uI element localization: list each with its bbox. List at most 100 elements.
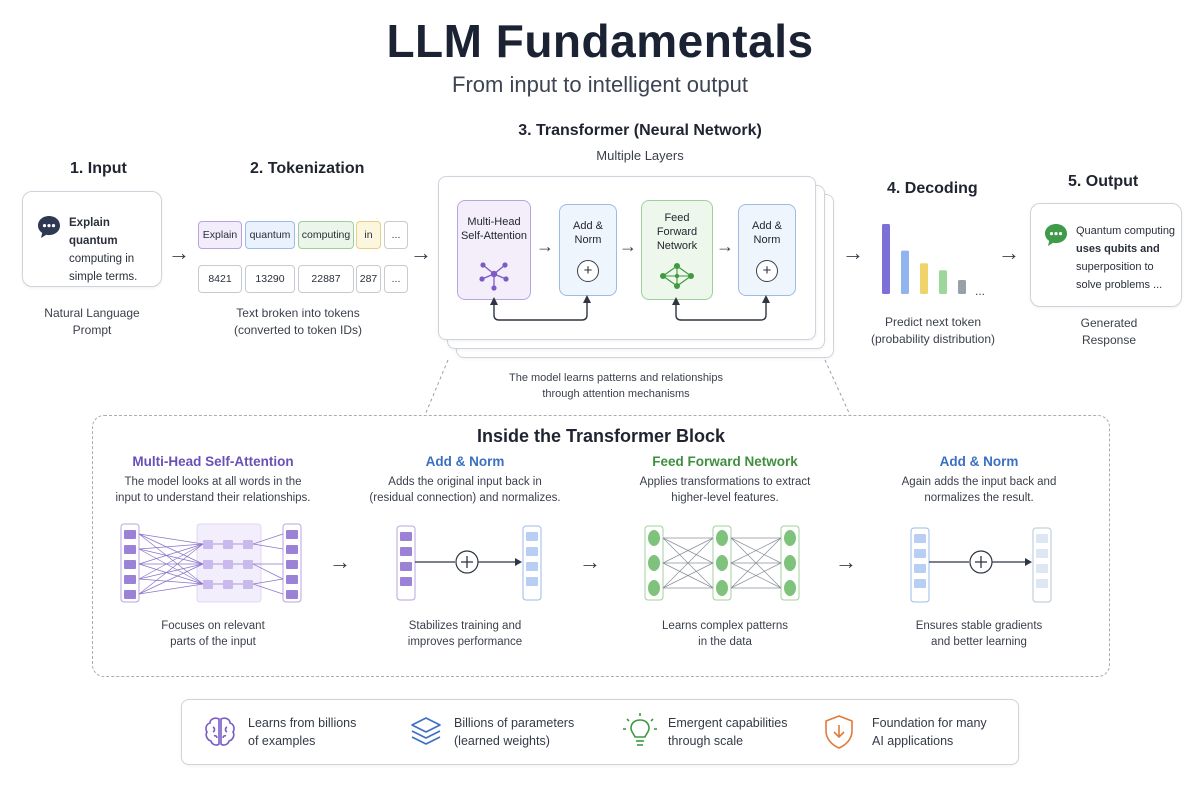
- attention-graph-icon: [477, 257, 511, 295]
- ffn-label-line2: Forward: [656, 226, 698, 238]
- tokenization-heading: 2. Tokenization: [250, 160, 365, 177]
- token-id-chip: ...: [384, 265, 408, 293]
- section-addnorm2-heading: Add & Norm: [939, 454, 1019, 469]
- decoding-caption-line1: Predict next token: [884, 315, 982, 329]
- residual-add-illustration-2: [910, 527, 1052, 603]
- output-text-line3: superposition to: [1076, 261, 1154, 273]
- decoding-heading: 4. Decoding: [887, 180, 978, 197]
- probability-bar: [958, 280, 966, 294]
- section-mhsa-foot-line1: Focuses on relevant: [161, 620, 265, 632]
- transformer-caption-line1: The model learns patterns and relationsh…: [508, 372, 723, 384]
- plus-icon: +: [756, 260, 778, 282]
- output-response-card: Quantum computing uses qubits and superp…: [1030, 203, 1182, 307]
- output-caption-line2: Response: [1081, 333, 1137, 347]
- token-chip: quantum: [245, 221, 295, 249]
- input-heading: 1. Input: [70, 160, 127, 177]
- output-caption-line1: Generated: [1080, 316, 1138, 330]
- addnorm1-label-line2: Norm: [574, 234, 602, 246]
- prompt-text-line1: Explain quantum: [69, 217, 118, 247]
- output-caption: Generated Response: [1040, 315, 1178, 349]
- residual-add-illustration: [396, 525, 542, 601]
- section-addnorm2-desc-line2: normalizes the result.: [924, 492, 1034, 504]
- section-ffn-footnote: Learns complex patterns in the data: [625, 618, 825, 650]
- section-addnorm1-foot-line2: improves performance: [407, 636, 523, 648]
- addnorm2-label-line1: Add &: [752, 220, 782, 232]
- multi-head-attention-block: Multi-Head Self-Attention: [457, 200, 531, 300]
- section-addnorm2-description: Again adds the input back and normalizes…: [869, 474, 1089, 506]
- mhsa-label-line1: Multi-Head: [467, 216, 521, 228]
- feature-4-text: Foundation for many AI applications: [872, 714, 987, 750]
- token-chip: ...: [384, 221, 408, 249]
- transformer-caption: The model learns patterns and relationsh…: [476, 370, 756, 402]
- output-text-line1: Quantum computing: [1076, 225, 1176, 237]
- feature-3-text: Emergent capabilities through scale: [668, 714, 788, 750]
- tokenization-caption-line1: Text broken into tokens: [236, 306, 360, 320]
- section-addnorm2-footnote: Ensures stable gradients and better lear…: [879, 618, 1079, 650]
- addnorm2-label-line2: Norm: [753, 234, 781, 246]
- token-chip: Explain: [198, 221, 242, 249]
- inside-panel-title: Inside the Transformer Block: [476, 426, 726, 446]
- token-id-chip: 287: [356, 265, 381, 293]
- arrow-section1-to-section2: →: [329, 549, 351, 574]
- decoding-caption: Predict next token (probability distribu…: [858, 314, 1008, 348]
- layers-icon: [408, 714, 444, 755]
- transformer-heading: 3. Transformer (Neural Network): [518, 122, 762, 139]
- arrow-tokens-to-transformer: →: [410, 240, 432, 265]
- feature-2-text: Billions of parameters (learned weights): [454, 714, 574, 750]
- tokenization-caption-line2: (converted to token IDs): [233, 323, 363, 337]
- token-id-chip: 8421: [198, 265, 242, 293]
- input-caption-line1: Natural Language: [44, 306, 140, 320]
- input-caption: Natural Language Prompt: [22, 305, 162, 339]
- add-norm-block-2: Add & Norm +: [738, 204, 796, 296]
- ffn-label-line3: Network: [656, 240, 698, 252]
- section-ffn-desc-line1: Applies transformations to extract: [639, 476, 811, 488]
- add-norm-block-1: Add & Norm +: [559, 204, 617, 296]
- plus-icon: +: [577, 260, 599, 282]
- section-addnorm1-footnote: Stabilizes training and improves perform…: [365, 618, 565, 650]
- probability-bar: [882, 224, 890, 294]
- output-heading: 5. Output: [1068, 173, 1139, 190]
- section-addnorm2-foot-line1: Ensures stable gradients: [915, 620, 1043, 632]
- section-mhsa-footnote: Focuses on relevant parts of the input: [113, 618, 313, 650]
- feature-4-line2: AI applications: [872, 734, 954, 748]
- transformer-layer-card: Multi-Head Self-Attention → Add & Norm +…: [438, 176, 816, 340]
- section-ffn-heading: Feed Forward Network: [652, 454, 798, 469]
- section-addnorm2-foot-line2: and better learning: [931, 636, 1027, 648]
- input-caption-line2: Prompt: [72, 323, 112, 337]
- page-subtitle: From input to intelligent output: [452, 72, 748, 97]
- chat-bubble-icon: [36, 214, 62, 245]
- section-ffn-desc-line2: higher-level features.: [671, 492, 779, 504]
- arrow-addnorm-to-ffn: →: [619, 236, 637, 256]
- feed-forward-block: Feed Forward Network: [641, 200, 713, 300]
- section-mhsa-desc-line1: The model looks at all words in the: [124, 476, 302, 488]
- section-ffn-foot-line2: in the data: [698, 636, 752, 648]
- brain-icon: [202, 714, 238, 755]
- arrow-transformer-to-decoding: →: [842, 240, 864, 265]
- feature-1-line1: Learns from billions: [248, 716, 357, 730]
- arrow-section2-to-section3: →: [579, 549, 601, 574]
- section-mhsa-description: The model looks at all words in the inpu…: [103, 474, 323, 506]
- prompt-text-line3: simple terms.: [69, 271, 138, 283]
- arrow-decoding-to-output: →: [998, 240, 1020, 265]
- section-addnorm1-heading: Add & Norm: [425, 454, 505, 469]
- tokenization-caption: Text broken into tokens (converted to to…: [208, 305, 388, 339]
- residual-connection-arrows: [490, 295, 770, 321]
- feature-strip: Learns from billions of examples Billion…: [181, 699, 1019, 765]
- decoding-caption-line2: (probability distribution): [870, 332, 996, 346]
- prompt-text-line2: computing in: [69, 253, 135, 265]
- arrow-mhsa-to-addnorm: →: [536, 236, 554, 256]
- section-addnorm1-foot-line1: Stabilizes training and: [408, 620, 522, 632]
- decoding-ellipsis: ...: [975, 284, 986, 298]
- section-addnorm1-desc-line2: (residual connection) and normalizes.: [369, 492, 561, 504]
- output-text-line2: uses qubits and: [1076, 243, 1160, 255]
- section-ffn-foot-line1: Learns complex patterns: [662, 620, 788, 632]
- section-mhsa-heading: Multi-Head Self-Attention: [132, 454, 294, 469]
- feature-2-line1: Billions of parameters: [454, 716, 575, 730]
- section-addnorm1-description: Adds the original input back in (residua…: [355, 474, 575, 506]
- probability-bar-chart: [882, 224, 966, 294]
- addnorm1-label-line1: Add &: [573, 220, 603, 232]
- arrow-section3-to-section4: →: [835, 549, 857, 574]
- inside-transformer-panel: Inside the Transformer Block Multi-Head …: [92, 415, 1110, 677]
- feature-1-text: Learns from billions of examples: [248, 714, 356, 750]
